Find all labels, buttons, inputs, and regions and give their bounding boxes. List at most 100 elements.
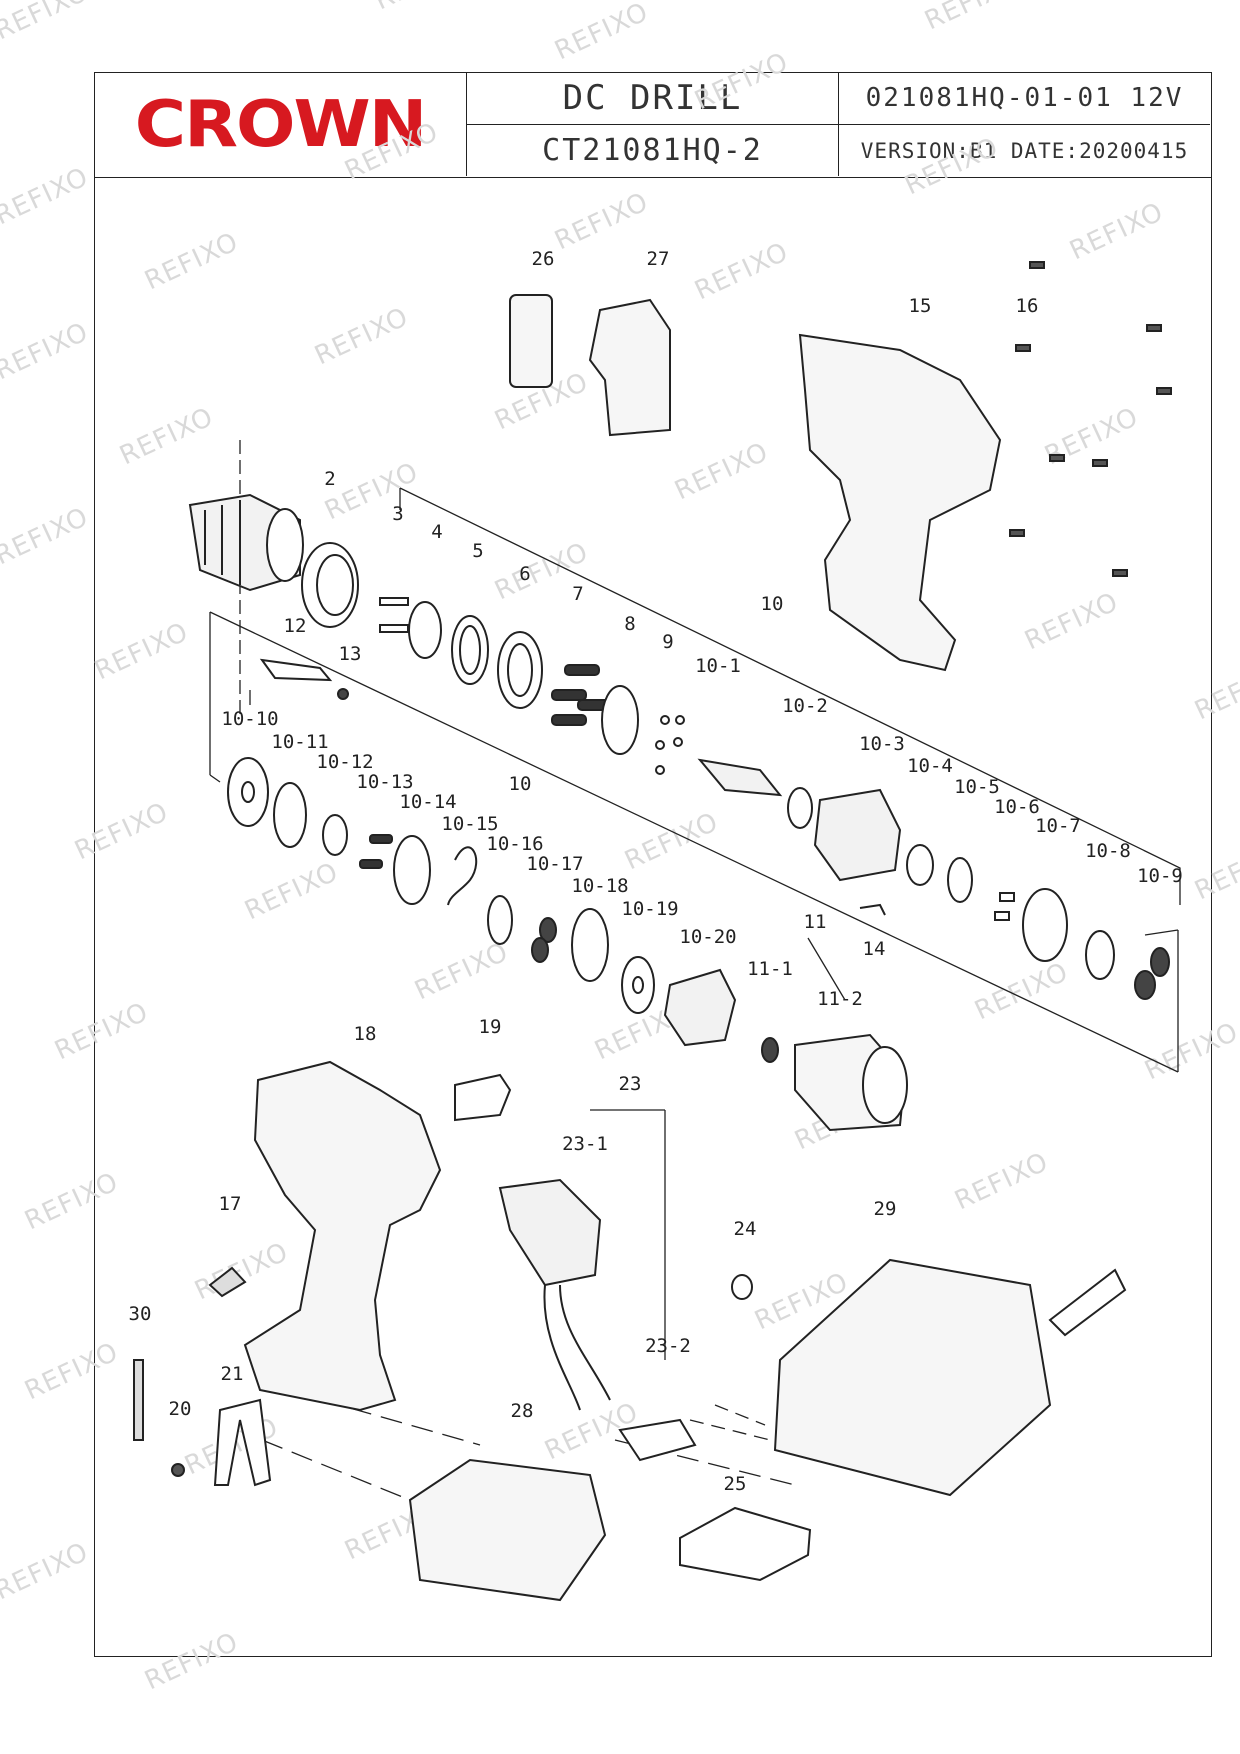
watermark: REFIXO (1140, 1017, 1240, 1086)
callout-10-5: 10-5 (954, 776, 1000, 798)
gear-plate-4 (408, 601, 442, 659)
nub-13 (337, 688, 349, 700)
gearbox-housing-10-3 (813, 788, 902, 882)
ring-24 (731, 1274, 753, 1300)
watermark: REFIXO (1190, 657, 1240, 726)
callout-10-20: 10-20 (679, 926, 736, 948)
trigger-switch-23-1 (498, 1178, 602, 1287)
pinion-11-1 (761, 1037, 779, 1063)
callout-5: 5 (472, 540, 483, 562)
ring-10-11 (273, 782, 307, 848)
watermark: REFIXO (140, 1627, 243, 1696)
screw-20 (171, 1463, 185, 1477)
callout-10-15: 10-15 (441, 813, 498, 835)
watermark: REFIXO (0, 162, 93, 231)
version-date: VERSION:B1 DATE:20200415 (838, 124, 1210, 176)
callout-10-6: 10-6 (994, 796, 1040, 818)
bearing-10-4 (906, 844, 934, 886)
callout-18: 18 (354, 1023, 377, 1045)
callout-10-2: 10-2 (782, 695, 828, 717)
callout-19: 19 (479, 1016, 502, 1038)
charger-29 (773, 1258, 1052, 1497)
callout-10-17: 10-17 (526, 853, 583, 875)
watermark: REFIXO (410, 937, 513, 1006)
adapter-26 (509, 294, 553, 388)
callout-7: 7 (572, 583, 583, 605)
watermark: REFIXO (970, 957, 1073, 1026)
callout-10-16: 10-16 (486, 833, 543, 855)
callout-10-7: 10-7 (1035, 815, 1081, 837)
callout-10: 10 (509, 773, 532, 795)
callout-9: 9 (662, 631, 673, 653)
angle-adapter-27 (588, 298, 671, 437)
callout-13: 13 (339, 643, 362, 665)
spindle-10-1 (697, 758, 783, 797)
callout-10-14: 10-14 (399, 791, 456, 813)
callout-24: 24 (734, 1218, 757, 1240)
gear-10-16 (487, 895, 513, 945)
ring-10-18 (571, 908, 609, 982)
housing-half-18 (243, 1060, 442, 1412)
watermark: REFIXO (340, 117, 443, 186)
cover-25 (679, 1506, 812, 1582)
callout-10-9: 10-9 (1137, 865, 1183, 887)
callout-10-11: 10-11 (271, 731, 328, 753)
ball-9 (660, 715, 670, 725)
callout-23: 23 (619, 1073, 642, 1095)
watermark: REFIXO (1065, 197, 1168, 266)
watermark: REFIXO (690, 237, 793, 306)
circuit-board-23-2 (618, 1418, 697, 1462)
callout-4: 4 (431, 521, 442, 543)
watermark: REFIXO (620, 807, 723, 876)
watermark: REFIXO (115, 402, 218, 471)
watermark: REFIXO (240, 857, 343, 926)
spring-10-13 (369, 834, 393, 844)
watermark: REFIXO (1020, 587, 1123, 656)
gear-10-17 (539, 917, 557, 943)
gearbox-housing-10-20 (663, 968, 737, 1047)
gear-10-9 (1150, 947, 1170, 977)
watermark: REFIXO (370, 0, 473, 16)
callout-10-10: 10-10 (221, 708, 278, 730)
watermark: REFIXO (310, 302, 413, 371)
callout-11-2: 11-2 (817, 988, 863, 1010)
callout-15: 15 (909, 295, 932, 317)
callout-10-1: 10-1 (695, 655, 741, 677)
callout-28: 28 (511, 1400, 534, 1422)
callout-25: 25 (724, 1473, 747, 1495)
callout-26: 26 (532, 248, 555, 270)
bearing-10-2 (787, 787, 813, 829)
watermark: REFIXO (50, 997, 153, 1066)
callout-21: 21 (221, 1363, 244, 1385)
callout-10-18: 10-18 (571, 875, 628, 897)
planet-carrier-10-8 (1085, 930, 1115, 980)
watermark: REFIXO (550, 0, 653, 66)
callout-29: 29 (874, 1198, 897, 1220)
pin-10-6 (999, 892, 1015, 902)
callout-8: 8 (624, 613, 635, 635)
title-block: CROWN DC DRILL CT21081HQ-2 021081HQ-01-0… (94, 72, 1212, 178)
watermark: REFIXO (550, 187, 653, 256)
part-shapes (133, 261, 1172, 1602)
callout-17: 17 (219, 1193, 242, 1215)
callout-10-8: 10-8 (1085, 840, 1131, 862)
callout-11: 11 (804, 911, 827, 933)
housing-half-15 (798, 333, 1002, 672)
watermark: REFIXO (190, 1237, 293, 1306)
watermark: REFIXO (20, 1167, 123, 1236)
callout-10-4: 10-4 (907, 755, 953, 777)
watermark: REFIXO (70, 797, 173, 866)
brand-logo: CROWN (94, 72, 466, 176)
spring-7 (564, 664, 600, 676)
logo-text: CROWN (134, 86, 428, 162)
battery-28 (408, 1458, 607, 1602)
watermark: REFIXO (0, 1537, 93, 1606)
callout-6: 6 (519, 563, 530, 585)
product-name: DC DRILL (466, 72, 838, 124)
led-holder-17 (208, 1266, 247, 1298)
watermark: REFIXO (900, 132, 1003, 201)
watermark: REFIXO (950, 1147, 1053, 1216)
callout-2: 2 (324, 468, 335, 490)
watermark: REFIXO (690, 47, 793, 116)
